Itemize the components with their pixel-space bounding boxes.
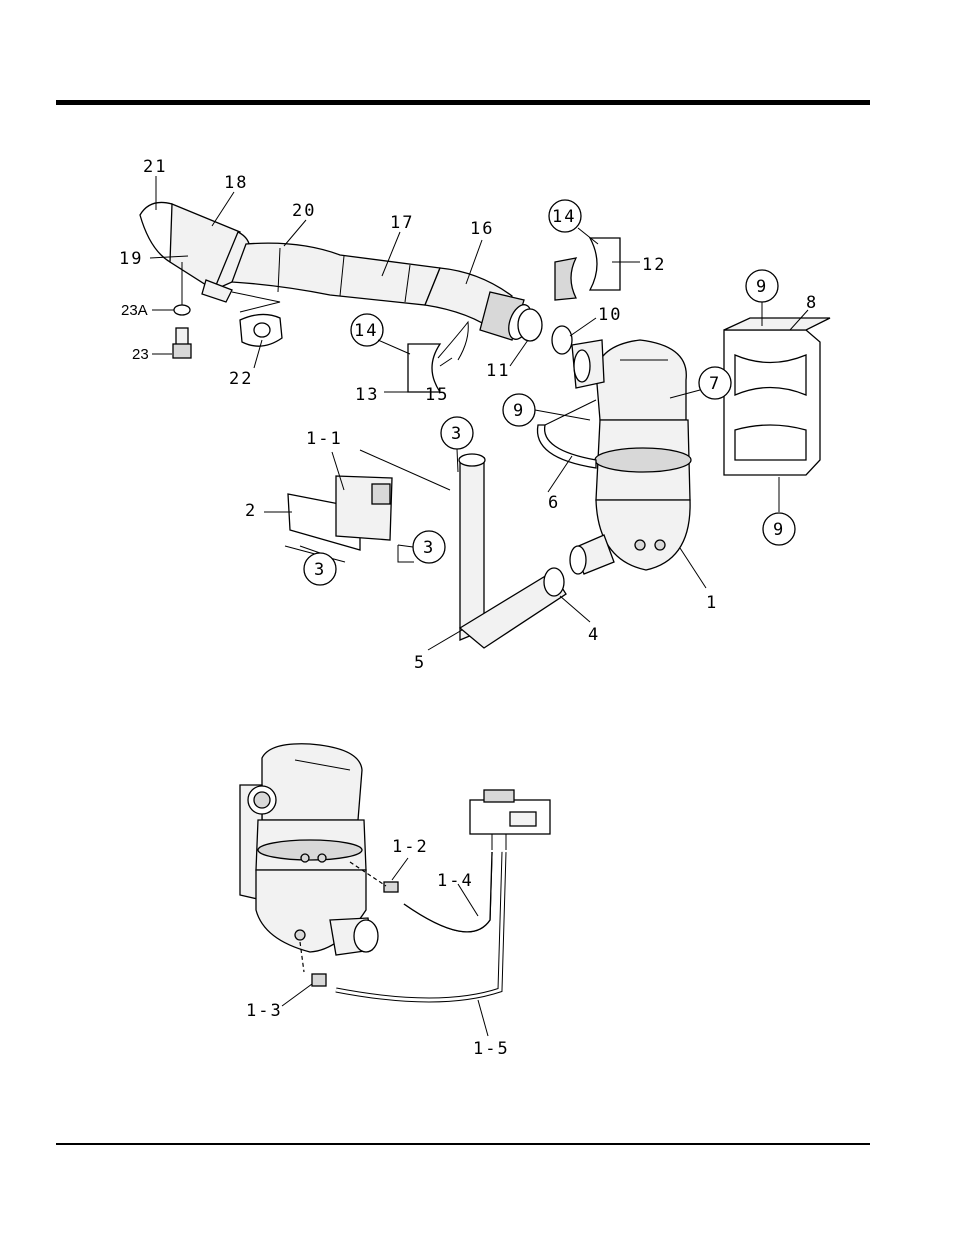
callout-1-4: 1-4 <box>437 871 474 891</box>
bolt-23 <box>176 328 188 346</box>
callout-5: 5 <box>414 653 426 673</box>
callout-18: 18 <box>224 173 248 193</box>
tailpipe-5 <box>459 454 566 648</box>
callout-1-2: 1-2 <box>392 837 429 857</box>
callout-21: 21 <box>143 157 167 177</box>
muffler-assembly <box>570 340 691 574</box>
callout-13: 13 <box>355 385 379 405</box>
callout-9b: 9 <box>513 401 525 421</box>
assembled-muffler <box>240 744 378 955</box>
plate-12 <box>590 238 620 290</box>
callout-16: 16 <box>470 219 494 239</box>
callout-20: 20 <box>292 201 316 221</box>
callout-1-1: 1-1 <box>306 429 343 449</box>
fitting-1-2 <box>384 882 398 892</box>
gasket-10 <box>552 326 572 354</box>
strap-6 <box>537 425 596 468</box>
washer-23a <box>174 305 190 315</box>
callout-14a: 14 <box>354 321 378 341</box>
callout-11: 11 <box>486 361 510 381</box>
callout-9c: 9 <box>773 520 785 540</box>
bracket-8 <box>724 318 830 475</box>
callout-1-3: 1-3 <box>246 1001 283 1021</box>
callout-23a: 23A <box>121 302 148 319</box>
fitting-1-3 <box>312 974 326 986</box>
callout-3b: 3 <box>423 538 435 558</box>
sensor-unit <box>470 790 550 850</box>
callout-4: 4 <box>588 625 600 645</box>
callout-1-5: 1-5 <box>473 1039 510 1059</box>
callout-3a: 3 <box>451 424 463 444</box>
clip-15 <box>438 322 468 360</box>
callout-2: 2 <box>245 501 257 521</box>
callout-22: 22 <box>229 369 253 389</box>
callout-6: 6 <box>548 493 560 513</box>
callout-10: 10 <box>598 305 622 325</box>
callout-15: 15 <box>425 385 449 405</box>
callout-17: 17 <box>390 213 414 233</box>
callout-7: 7 <box>709 374 721 394</box>
bottom-rule <box>56 1143 870 1145</box>
callout-8: 8 <box>806 293 818 313</box>
callout-9a: 9 <box>756 277 768 297</box>
callout-1: 1 <box>706 593 718 613</box>
clamp-4 <box>544 568 564 596</box>
callout-14b: 14 <box>552 207 576 227</box>
callout-19: 19 <box>119 249 143 269</box>
callout-3c: 3 <box>314 560 326 580</box>
callout-12: 12 <box>642 255 666 275</box>
callout-23: 23 <box>132 346 149 363</box>
clamp-11 <box>518 309 542 341</box>
